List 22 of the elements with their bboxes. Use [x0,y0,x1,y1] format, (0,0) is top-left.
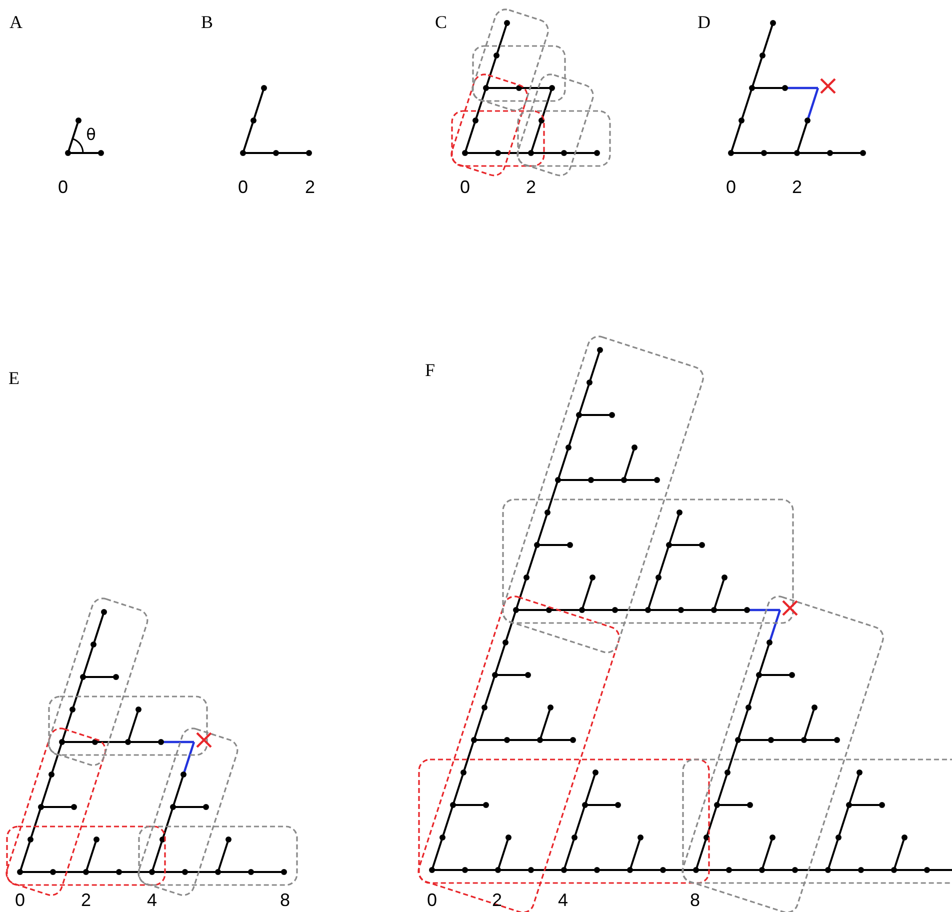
axis-number: 2 [792,178,802,196]
panel-label: C [435,13,447,31]
axis-number: 8 [690,891,700,909]
axis-number: 0 [726,178,736,196]
axis-number: 2 [526,178,536,196]
panel-label: E [8,369,20,387]
axis-number: 8 [280,891,290,909]
axis-number: 2 [81,891,91,909]
axis-number: 4 [147,891,157,909]
axis-number: 0 [238,178,248,196]
axis-number: 2 [305,178,315,196]
panel-label: F [425,361,435,379]
axis-number: 0 [460,178,470,196]
axis-number: 0 [15,891,25,909]
axis-number: 0 [427,891,437,909]
angle-label: θ [86,127,96,143]
axis-number: 4 [558,891,568,909]
panel-label: A [10,13,22,31]
axis-number: 0 [58,178,68,196]
panel-label: D [698,13,710,31]
axis-number: 2 [492,891,502,909]
panel-label: B [201,13,213,31]
